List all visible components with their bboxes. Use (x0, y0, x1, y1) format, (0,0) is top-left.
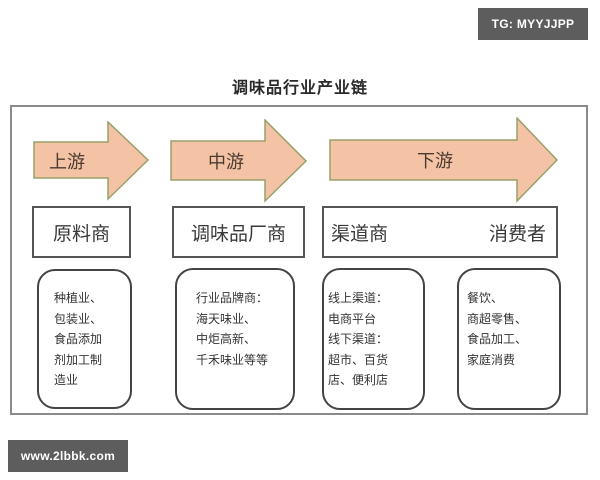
detail-line: 家庭消费 (467, 352, 516, 367)
arrow-right-icon (170, 119, 308, 203)
detail-line: 食品添加 (54, 332, 103, 346)
consumer-label: 消费者 (488, 222, 546, 245)
detail-line: 线下渠道： (328, 332, 389, 346)
downstream-arrow: 下游 (329, 117, 559, 203)
detail-line: 线上渠道： (328, 291, 389, 305)
raw-material-supplier-box: 原料商 (32, 206, 131, 258)
watermark-site: www.2lbbk.com (8, 440, 128, 472)
arrow-right-icon (329, 117, 559, 203)
detail-line: 行业品牌商： (196, 291, 269, 305)
upstream-details: 种植业、 包装业、 食品添加 剂加工制 造业 (37, 269, 132, 409)
detail-line: 造业 (54, 373, 79, 387)
seasoning-manufacturer-box: 调味品厂商 (172, 206, 305, 258)
detail-line: 千禾味业等等 (196, 352, 269, 367)
detail-line: 超市、百货 (328, 352, 389, 367)
detail-line: 海天味业、 (196, 311, 257, 326)
diagram-frame (10, 105, 588, 415)
diagram-title: 调味品行业产业链 (231, 78, 368, 97)
distributor-label: 渠道商 (331, 222, 389, 245)
detail-line: 商超零售、 (467, 311, 528, 326)
distributor-details: 线上渠道： 电商平台 线下渠道： 超市、百货 店、便利店 (322, 268, 425, 410)
midstream-label: 中游 (208, 152, 244, 173)
arrow-right-icon (33, 121, 150, 201)
distributor-consumer-box: 渠道商 消费者 (322, 206, 558, 258)
detail-line: 中炬高新、 (196, 332, 257, 346)
raw-material-supplier-label: 原料商 (52, 222, 110, 245)
detail-line: 包装业、 (54, 311, 103, 326)
downstream-label: 下游 (417, 151, 453, 172)
detail-line: 种植业、 (54, 291, 103, 305)
upstream-label: 上游 (49, 152, 85, 173)
consumer-details: 餐饮、 商超零售、 食品加工、 家庭消费 (457, 268, 561, 410)
seasoning-manufacturer-label: 调味品厂商 (190, 222, 286, 245)
detail-line: 剂加工制 (54, 352, 103, 367)
midstream-details: 行业品牌商： 海天味业、 中炬高新、 千禾味业等等 (175, 268, 295, 410)
upstream-arrow: 上游 (33, 121, 150, 201)
midstream-arrow: 中游 (170, 119, 308, 203)
detail-line: 电商平台 (328, 311, 377, 326)
detail-line: 餐饮、 (467, 291, 504, 305)
watermark-tg: TG: MYYJJPP (478, 8, 588, 40)
detail-line: 食品加工、 (467, 332, 528, 346)
detail-line: 店、便利店 (328, 373, 389, 387)
